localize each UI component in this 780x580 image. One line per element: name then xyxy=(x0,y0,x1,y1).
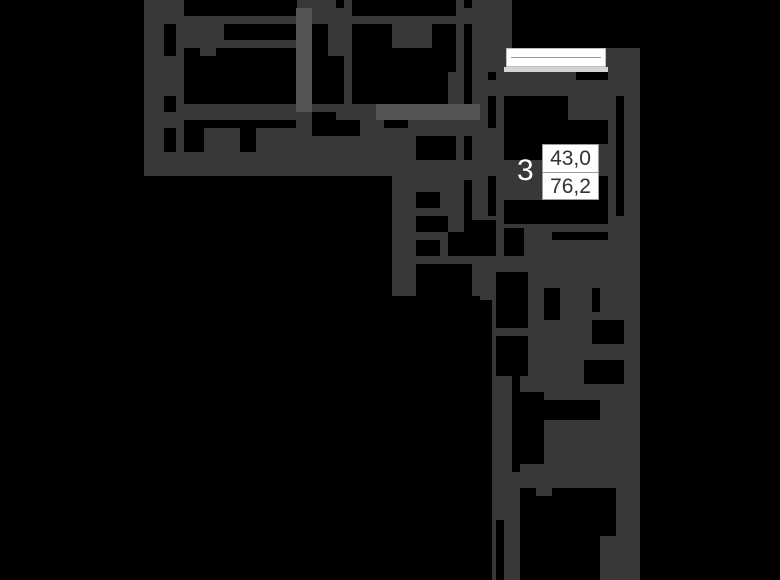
room-void xyxy=(416,240,440,256)
partition-horizontal xyxy=(376,104,480,120)
room-void xyxy=(512,376,520,472)
room-void xyxy=(568,120,608,144)
window-sill xyxy=(504,67,608,72)
area-divider xyxy=(543,172,598,173)
room-void xyxy=(164,24,176,56)
room-void xyxy=(464,220,496,256)
window xyxy=(506,48,606,67)
room-void xyxy=(464,136,472,176)
room-void xyxy=(184,120,296,128)
room-void xyxy=(240,0,260,8)
room-void xyxy=(520,392,544,464)
wall xyxy=(200,48,216,56)
room-void xyxy=(464,0,472,8)
room-void xyxy=(488,96,496,128)
wall xyxy=(216,104,256,112)
room-void xyxy=(544,400,600,420)
room-void xyxy=(352,0,456,16)
room-void xyxy=(164,96,176,112)
room-void xyxy=(416,264,472,296)
rooms-count: 3 xyxy=(517,154,534,187)
room-void xyxy=(464,24,472,104)
room-void xyxy=(584,360,624,384)
room-void xyxy=(592,288,600,312)
room-void xyxy=(416,216,448,232)
room-void xyxy=(184,48,296,104)
room-void xyxy=(224,24,296,40)
room-void xyxy=(496,272,528,328)
room-void xyxy=(488,176,496,216)
room-void xyxy=(164,128,176,152)
living-area: 43,0 xyxy=(550,147,591,170)
room-void xyxy=(416,192,440,208)
room-void xyxy=(336,0,344,8)
room-void xyxy=(592,320,624,344)
room-void xyxy=(496,336,528,376)
wall xyxy=(536,488,552,496)
room-void xyxy=(464,180,472,220)
wall xyxy=(392,24,432,48)
area-label-box: 43,0 76,2 xyxy=(542,144,599,200)
wall xyxy=(600,536,616,580)
room-void xyxy=(184,120,204,152)
room-void xyxy=(480,300,492,580)
room-void xyxy=(616,96,624,216)
room-void xyxy=(576,72,608,80)
room-void xyxy=(504,228,524,256)
outside xyxy=(512,0,640,48)
room-void xyxy=(312,112,336,136)
room-void xyxy=(275,0,297,16)
room-void xyxy=(240,120,256,152)
room-void xyxy=(488,72,496,80)
room-void xyxy=(496,520,504,580)
window-pane-line xyxy=(511,57,601,58)
room-void xyxy=(336,120,360,136)
room-void xyxy=(184,0,276,16)
room-void xyxy=(384,120,408,128)
wall xyxy=(448,72,456,104)
partition-vertical xyxy=(296,8,312,112)
wall xyxy=(328,24,344,56)
total-area: 76,2 xyxy=(550,175,591,198)
room-void xyxy=(552,232,600,240)
room-void xyxy=(544,288,560,320)
room-void xyxy=(160,176,480,180)
outside xyxy=(640,0,780,580)
